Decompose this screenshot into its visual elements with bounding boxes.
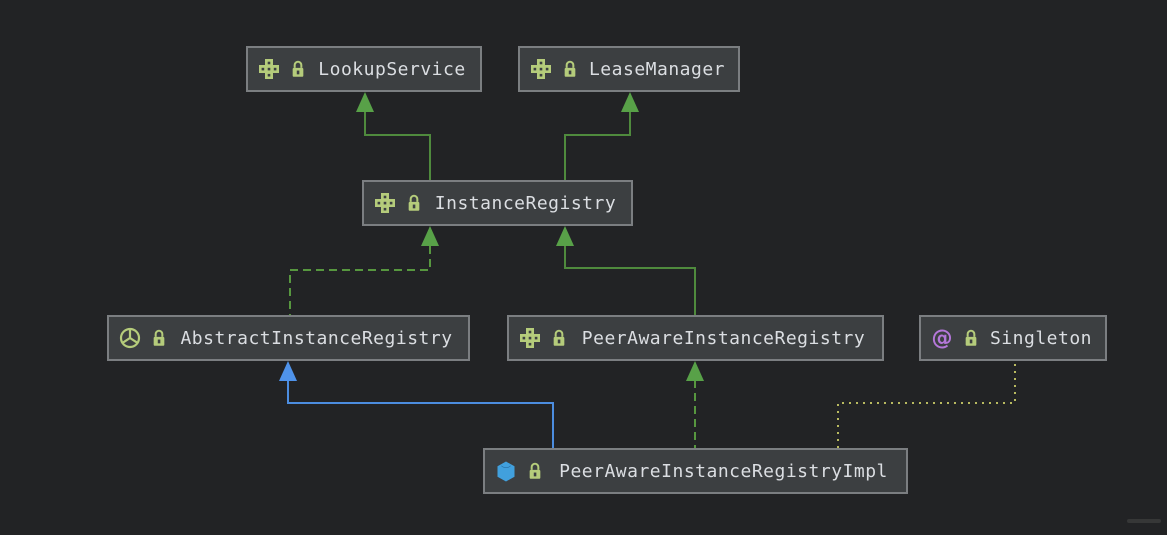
edge-instanceregistry-extends-lookupservice[interactable] (356, 92, 431, 180)
lock-icon (960, 327, 982, 349)
edge-abstractinstanceregistry-implements-instanceregistry[interactable] (289, 226, 439, 315)
watermark (1127, 519, 1161, 523)
abstract-class-icon (119, 327, 141, 349)
lock-icon (287, 58, 309, 80)
lock-icon (403, 192, 425, 214)
edge-impl-annotated-singleton[interactable] (837, 364, 1016, 448)
node-peerawareinstanceregistry[interactable]: PeerAwareInstanceRegistry (507, 315, 884, 361)
lock-icon (548, 327, 570, 349)
annotation-icon: @ (931, 326, 953, 350)
interface-icon (530, 58, 552, 80)
node-instanceregistry[interactable]: InstanceRegistry (362, 180, 633, 226)
edge-impl-extends-abstractinstanceregistry[interactable] (279, 361, 554, 448)
node-label: LookupService (318, 58, 466, 80)
node-label: AbstractInstanceRegistry (180, 327, 453, 349)
edge-impl-implements-peerawareinstanceregistry[interactable] (686, 361, 704, 448)
node-abstractinstanceregistry[interactable]: AbstractInstanceRegistry (107, 315, 470, 361)
edge-instanceregistry-extends-leasemanager[interactable] (564, 92, 639, 180)
node-leasemanager[interactable]: LeaseManager (518, 46, 740, 92)
interface-icon (519, 327, 541, 349)
node-singleton[interactable]: @ Singleton (919, 315, 1107, 361)
class-icon (495, 460, 517, 482)
lock-icon (559, 58, 581, 80)
edge-peerawareinstanceregistry-extends-instanceregistry[interactable] (556, 226, 696, 315)
node-label: Singleton (989, 327, 1093, 349)
node-label: LeaseManager (588, 58, 726, 80)
lock-icon (148, 327, 170, 349)
node-peerawareinstanceregistryimpl[interactable]: PeerAwareInstanceRegistryImpl (483, 448, 908, 494)
node-label: InstanceRegistry (434, 192, 617, 214)
node-lookupservice[interactable]: LookupService (246, 46, 482, 92)
lock-icon (524, 460, 546, 482)
node-label: PeerAwareInstanceRegistry (581, 327, 866, 349)
interface-icon (258, 58, 280, 80)
node-label: PeerAwareInstanceRegistryImpl (559, 460, 888, 482)
interface-icon (374, 192, 396, 214)
